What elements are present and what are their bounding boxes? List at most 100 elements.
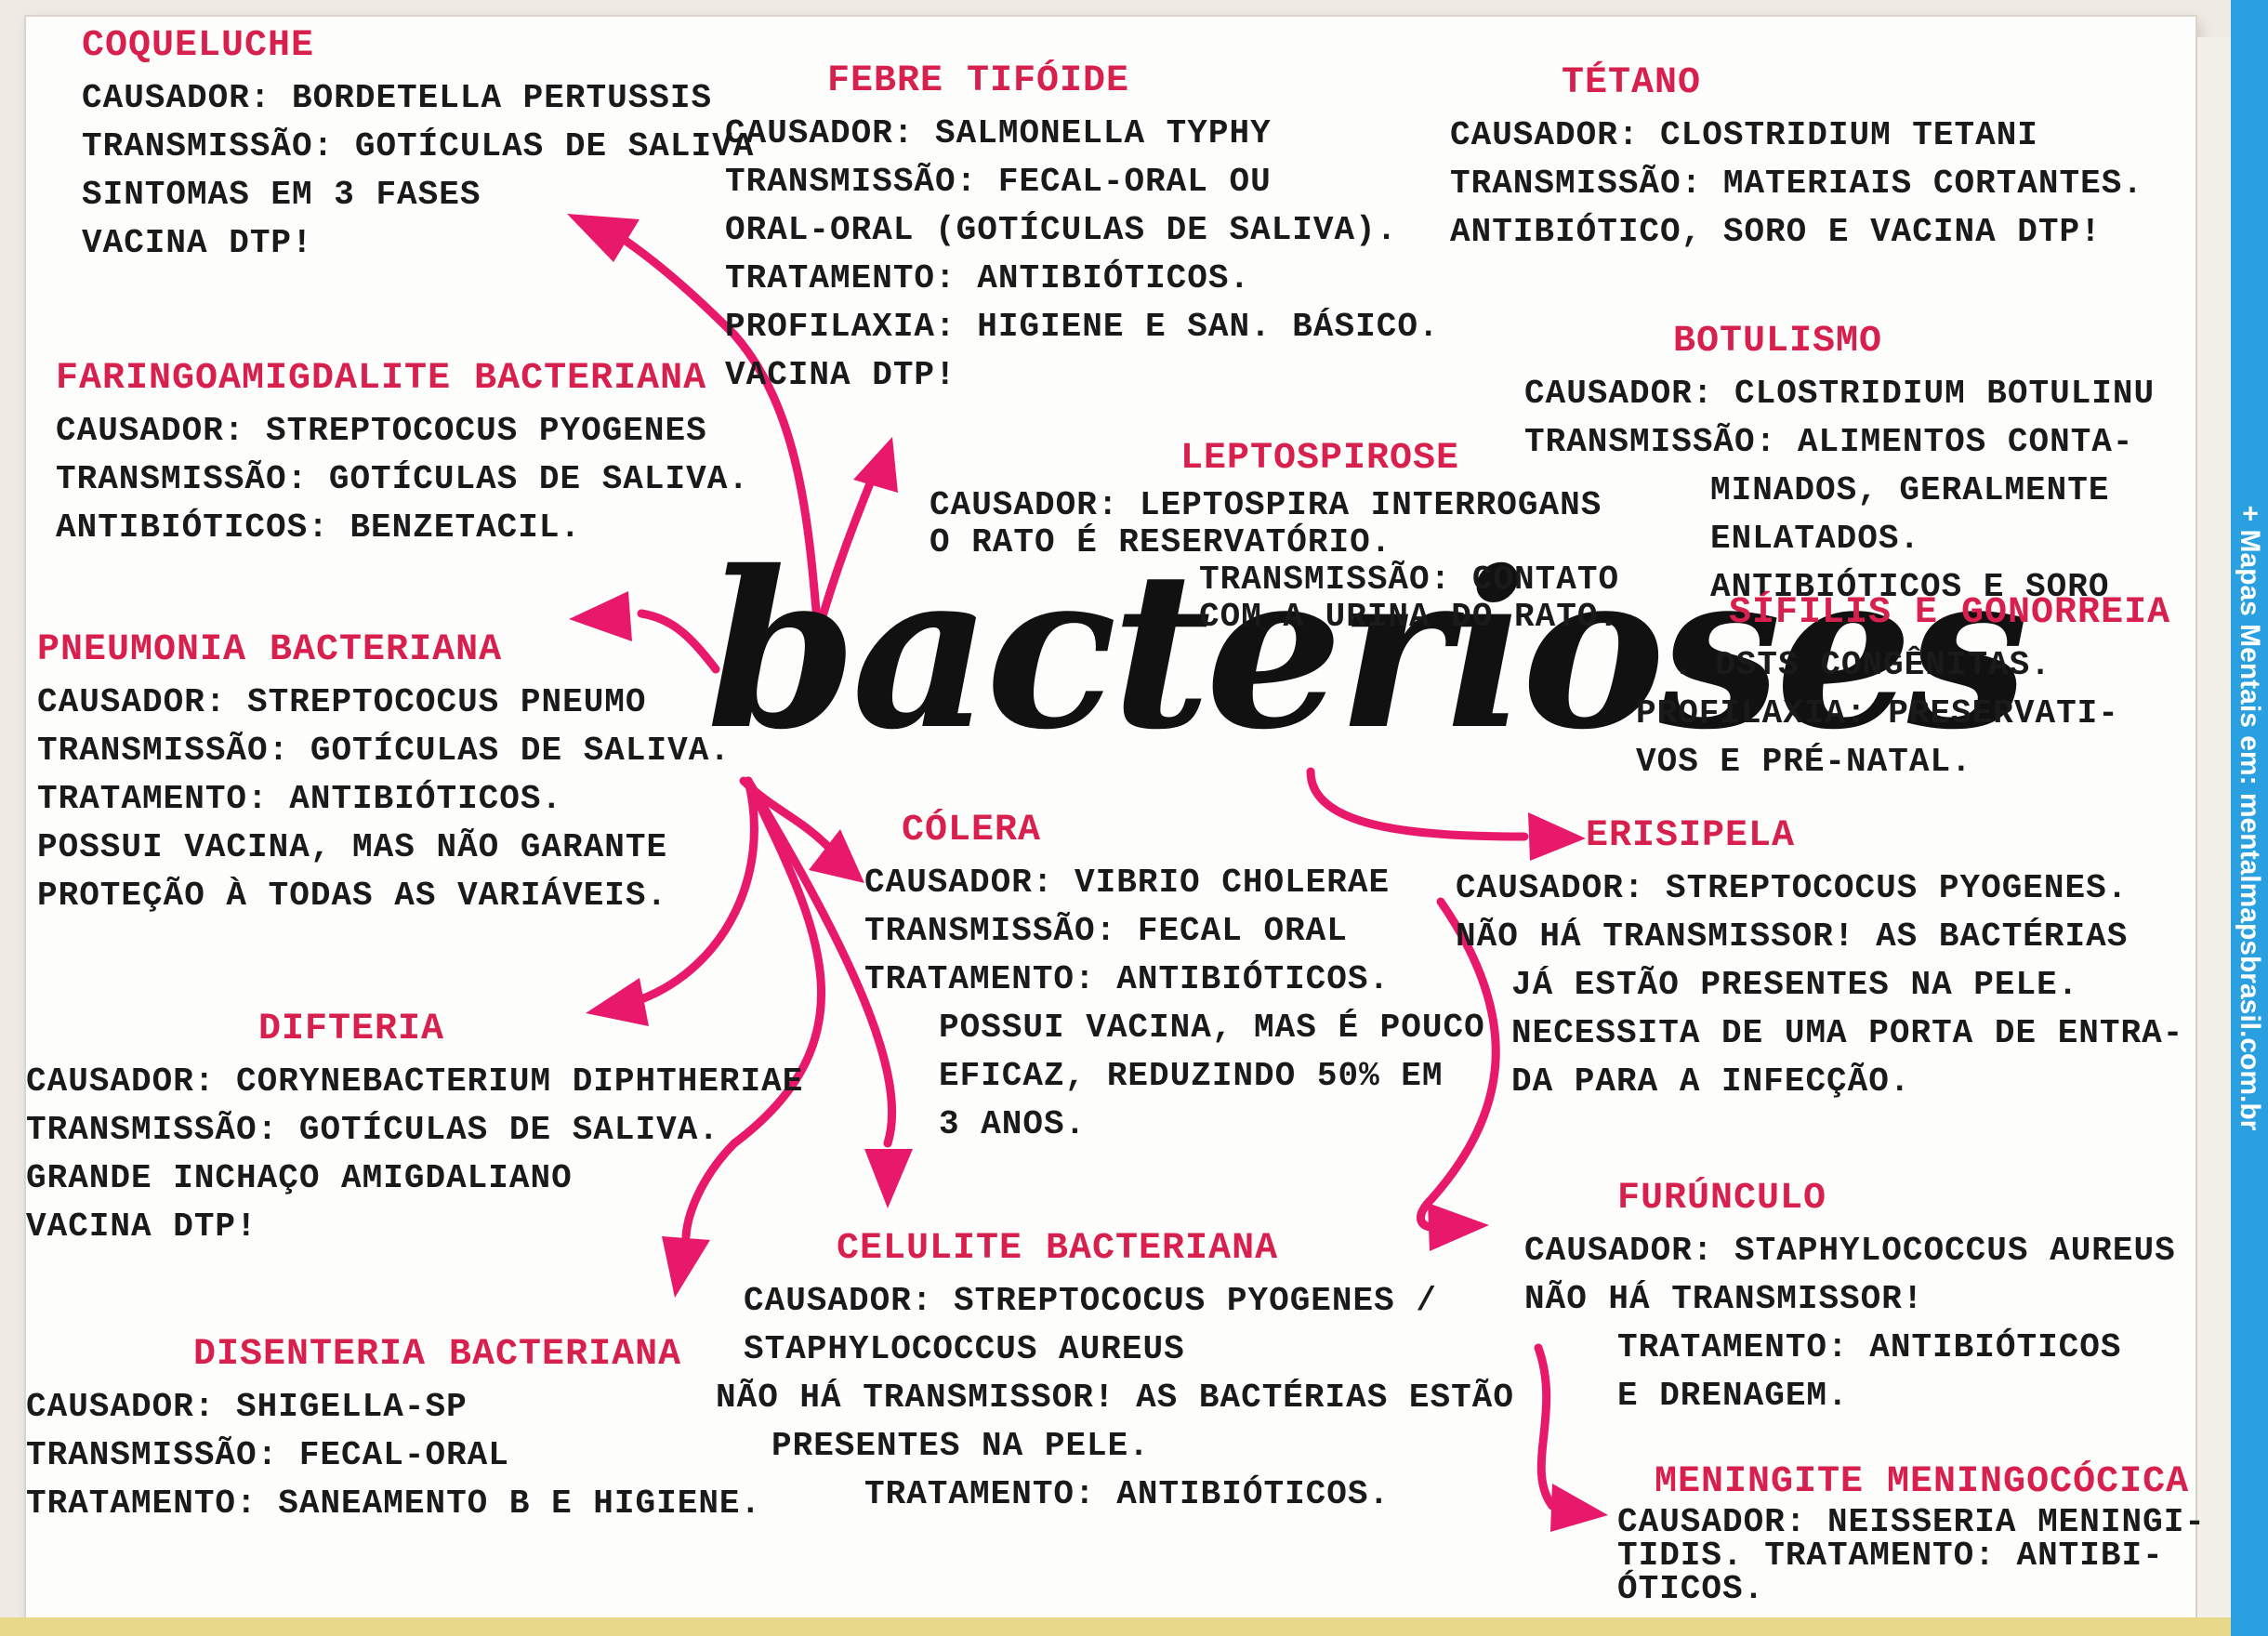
paper-edge	[2195, 37, 2231, 1617]
arrow-head-celulite	[864, 1149, 913, 1208]
arrow-celulite	[744, 776, 897, 1148]
disease-title: FURÚNCULO	[1617, 1178, 1827, 1220]
arrow-erisipela	[1306, 767, 1529, 841]
disease-line: PROTEÇÃO À TODAS AS VARIÁVEIS.	[37, 877, 668, 915]
arrow-meningite	[1534, 1343, 1557, 1511]
disease-line: VOS E PRÉ-NATAL.	[1636, 743, 1972, 781]
disease-line: NECESSITA DE UMA PORTA DE ENTRA-	[1511, 1014, 2184, 1052]
disease-title: TÉTANO	[1562, 62, 1702, 104]
disease-coqueluche: COQUELUCHE CAUSADOR: BORDETELLA PERTUSSI…	[82, 20, 754, 268]
arrow-furunculo	[1417, 897, 1500, 1232]
disease-line: 3 ANOS.	[939, 1105, 1087, 1143]
disease-line: CAUSADOR: VIBRIO CHOLERAE	[864, 864, 1391, 902]
arrow-head-furunculo	[1428, 1203, 1489, 1251]
disease-line: EFICAZ, REDUZINDO 50% EM	[939, 1057, 1444, 1095]
disease-title: DIFTERIA	[258, 1009, 445, 1050]
disease-line: ORAL-ORAL (GOTÍCULAS DE SALIVA).	[725, 211, 1398, 249]
disease-line: ÓTICOS.	[1617, 1570, 1765, 1608]
arrow-head-difteria	[586, 978, 649, 1026]
disease-meningite: MENINGITE MENINGOCÓCICA CAUSADOR: NEISSE…	[1617, 1461, 2206, 1606]
disease-erisipela: ERISIPELA CAUSADOR: STREPTOCOCUS PYOGENE…	[1456, 811, 2183, 1106]
disease-line: TRATAMENTO: ANTIBIÓTICOS.	[864, 1475, 1391, 1513]
disease-furunculo: FURÚNCULO CAUSADOR: STAPHYLOCOCCUS AUREU…	[1524, 1173, 2176, 1420]
bottom-strip	[0, 1617, 2231, 1636]
disease-disenteria: DISENTERIA BACTERIANA CAUSADOR: SHIGELLA…	[26, 1329, 761, 1528]
disease-faringoamigdalite: FARINGOAMIGDALITE BACTERIANA CAUSADOR: S…	[56, 353, 749, 552]
sidebar-text[interactable]: + Mapas Mentais em: mentalmapsbrasil.com…	[2235, 505, 2265, 1131]
disease-line: ANTIBIÓTICOS E SORO	[1710, 568, 2110, 606]
disease-title: SÍFILIS E GONORREIA	[1729, 592, 2171, 634]
disease-botulismo: BOTULISMO CAUSADOR: CLOSTRIDIUM BOTULINU…	[1524, 316, 2155, 612]
disease-line: CAUSADOR: SALMONELLA TYPHY	[725, 114, 1272, 152]
arrow-head-coqueluche	[567, 214, 640, 262]
disease-title: FEBRE TIFÓIDE	[827, 60, 1130, 102]
disease-line: CAUSADOR: LEPTOSPIRA INTERROGANS	[930, 486, 1602, 524]
disease-line: CAUSADOR: BORDETELLA PERTUSSIS	[82, 79, 713, 117]
disease-line: TRANSMISSÃO: GOTÍCULAS DE SALIVA.	[26, 1111, 719, 1149]
disease-line: TRATAMENTO: SANEAMENTO B E HIGIENE.	[26, 1484, 762, 1523]
disease-title: BOTULISMO	[1673, 321, 1883, 363]
arrow-head-disenteria	[662, 1236, 710, 1298]
disease-line: CAUSADOR: STREPTOCOCUS PYOGENES.	[1456, 869, 2129, 907]
disease-title: DISENTERIA BACTERIANA	[193, 1334, 682, 1376]
disease-line: COM A URINA DO RATO.	[1199, 598, 1620, 636]
arrow-head-meningite	[1550, 1484, 1608, 1532]
disease-title: CELULITE BACTERIANA	[837, 1228, 1279, 1270]
paper-sheet	[26, 17, 2195, 1617]
disease-line: VACINA DTP!	[725, 356, 956, 394]
disease-line: CAUSADOR: CLOSTRIDIUM TETANI	[1450, 116, 2038, 154]
disease-difteria: DIFTERIA CAUSADOR: CORYNEBACTERIUM DIPHT…	[26, 1004, 803, 1251]
disease-line: TRANSMISSÃO: FECAL-ORAL OU	[725, 163, 1272, 201]
disease-line: MINADOS, GERALMENTE	[1710, 471, 2110, 509]
arrow-difteria	[637, 776, 758, 1004]
disease-line: CAUSADOR: NEISSERIA MENINGI-	[1617, 1503, 2206, 1541]
arrow-head-febre-tifoide	[853, 437, 898, 493]
disease-title: FARINGOAMIGDALITE BACTERIANA	[56, 358, 707, 400]
disease-line: ANTIBIÓTICOS: BENZETACIL.	[56, 508, 582, 547]
disease-line: CAUSADOR: STREPTOCOCUS PYOGENES /	[744, 1282, 1437, 1320]
disease-line: VACINA DTP!	[82, 224, 313, 262]
disease-line: CAUSADOR: CORYNEBACTERIUM DIPHTHERIAE	[26, 1062, 804, 1101]
disease-line: . DSTS CONGÊNITAS.	[1673, 646, 2051, 684]
disease-title: CÓLERA	[902, 810, 1042, 851]
disease-line: TRANSMISSÃO: CONTATO	[1199, 561, 1620, 599]
arrow-febre-tifoide	[813, 469, 878, 637]
disease-line: PROFILAXIA: HIGIENE E SAN. BÁSICO.	[725, 308, 1440, 346]
disease-sifilis-gonorreia: SÍFILIS E GONORREIA . DSTS CONGÊNITAS. P…	[1636, 587, 2170, 786]
disease-colera: CÓLERA CAUSADOR: VIBRIO CHOLERAE TRANSMI…	[864, 805, 1485, 1149]
disease-line: TRATAMENTO: ANTIBIÓTICOS.	[864, 960, 1391, 998]
disease-line: ENLATADOS.	[1710, 520, 1921, 558]
disease-title: ERISIPELA	[1586, 815, 1796, 857]
disease-line: DA PARA A INFECÇÃO.	[1511, 1062, 1911, 1101]
disease-line: CAUSADOR: STAPHYLOCOCCUS AUREUS	[1524, 1232, 2176, 1270]
arrow-disenteria	[681, 776, 826, 1241]
disease-line: PRESENTES NA PELE.	[771, 1427, 1150, 1465]
disease-line: CAUSADOR: SHIGELLA-SP	[26, 1388, 468, 1426]
disease-line: NÃO HÁ TRANSMISSOR! AS BACTÉRIAS ESTÃO	[716, 1379, 1514, 1417]
disease-line: ANTIBIÓTICO, SORO E VACINA DTP!	[1450, 213, 2102, 251]
disease-febre-tifoide: FEBRE TIFÓIDE CAUSADOR: SALMONELLA TYPHY…	[725, 56, 1440, 400]
disease-line: TRANSMISSÃO: ALIMENTOS CONTA-	[1524, 423, 2134, 461]
disease-line: E DRENAGEM.	[1617, 1377, 1849, 1415]
disease-line: SINTOMAS EM 3 FASES	[82, 176, 481, 214]
disease-title: COQUELUCHE	[82, 25, 315, 67]
disease-line: TRANSMISSÃO: MATERIAIS CORTANTES.	[1450, 165, 2143, 203]
disease-title: LEPTOSPIROSE	[1180, 438, 1460, 480]
disease-line: NÃO HÁ TRANSMISSOR! AS BACTÉRIAS	[1456, 917, 2129, 956]
disease-line: TRANSMISSÃO: FECAL ORAL	[864, 912, 1348, 950]
arrow-head-erisipela	[1528, 812, 1586, 861]
disease-line: CAUSADOR: CLOSTRIDIUM BOTULINU	[1524, 375, 2156, 413]
disease-line: TRATAMENTO: ANTIBIÓTICOS	[1617, 1328, 2122, 1366]
disease-line: TRANSMISSÃO: FECAL-ORAL	[26, 1436, 509, 1474]
disease-line: VACINA DTP!	[26, 1207, 257, 1246]
arrow-head-colera	[809, 829, 864, 883]
disease-pneumonia: PNEUMONIA BACTERIANA CAUSADOR: STREPTOCO…	[37, 625, 731, 920]
disease-line: CAUSADOR: STREPTOCOCUS PYOGENES	[56, 412, 707, 450]
disease-line: TRANSMISSÃO: GOTÍCULAS DE SALIVA	[82, 127, 755, 165]
disease-line: TRANSMISSÃO: GOTÍCULAS DE SALIVA.	[37, 732, 731, 770]
disease-line: NÃO HÁ TRANSMISSOR!	[1524, 1280, 1924, 1318]
disease-line: TRATAMENTO: ANTIBIÓTICOS.	[37, 780, 563, 818]
disease-line: POSSUI VACINA, MAS É POUCO	[939, 1009, 1485, 1047]
disease-line: CAUSADOR: STREPTOCOCUS PNEUMO	[37, 683, 647, 721]
